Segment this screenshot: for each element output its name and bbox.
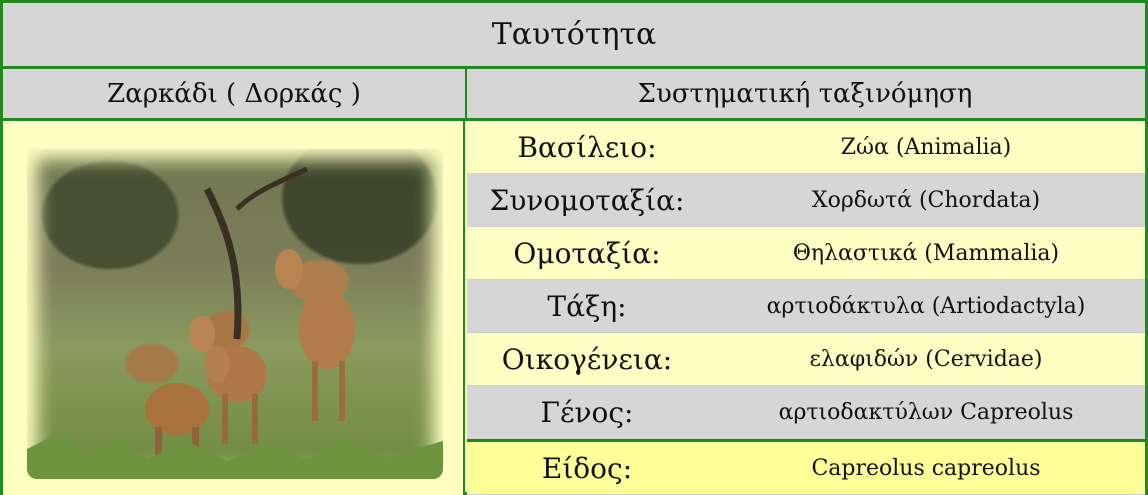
table-row: Βασίλειο: Ζώα (Animalia)	[467, 121, 1145, 174]
classification-grid: Βασίλειο: Ζώα (Animalia) Συνομοταξία: Χο…	[467, 121, 1145, 495]
table-row: Τάξη: αρτιοδάκτυλα (Artiodactyla)	[467, 280, 1145, 333]
deer-body	[145, 383, 209, 435]
table-row: Είδος: Capreolus capreolus	[467, 439, 1145, 495]
deer-head	[189, 316, 215, 352]
deer-body	[299, 289, 355, 369]
deer-leg	[312, 361, 318, 421]
row-label: Είδος:	[541, 451, 633, 485]
row-value: Ζώα (Animalia)	[840, 134, 1012, 160]
table-row: Οικογένεια: ελαφιδών (Cervidae)	[467, 333, 1145, 386]
animal-name-text: Ζαρκάδι ( Δορκάς )	[107, 78, 361, 109]
row-label: Βασίλειο:	[517, 130, 657, 164]
grass	[27, 434, 443, 479]
row-value: Χορδωτά (Chordata)	[811, 187, 1041, 213]
table-row: Γένος: αρτιοδακτύλων Capreolus	[467, 386, 1145, 439]
deer-leg	[339, 361, 345, 421]
row-value: αρτιοδάκτυλα (Artiodactyla)	[766, 293, 1086, 319]
deer-leg	[155, 427, 162, 472]
row-value: ελαφιδών (Cervidae)	[809, 346, 1043, 372]
row-label: Γένος:	[540, 395, 634, 429]
photo-cell	[3, 121, 465, 495]
deer-head	[204, 346, 230, 382]
deer-leg	[252, 394, 258, 444]
title-text: Ταυτότητα	[491, 17, 657, 52]
row-value: Θηλαστικά (Mammalia)	[792, 240, 1060, 266]
classification-header-text: Συστηματική ταξινόμηση	[637, 78, 973, 109]
row-label: Τάξη:	[547, 289, 627, 323]
table-title: Ταυτότητα	[3, 3, 1145, 69]
deer-leg	[222, 394, 228, 444]
table-row: Ομοταξία: Θηλαστικά (Mammalia)	[467, 227, 1145, 280]
row-label: Ομοταξία:	[513, 236, 661, 270]
tree-branch	[203, 187, 242, 340]
deer-illustration	[27, 166, 443, 479]
header-row: Ζαρκάδι ( Δορκάς ) Συστηματική ταξινόμησ…	[3, 69, 1145, 121]
tree-branch	[235, 166, 309, 211]
roe-deer-photo	[27, 149, 443, 479]
table-row: Συνομοταξία: Χορδωτά (Chordata)	[467, 174, 1145, 227]
row-value: αρτιοδακτύλων Capreolus	[778, 399, 1074, 425]
classification-header: Συστηματική ταξινόμηση	[465, 69, 1145, 118]
animal-name-header: Ζαρκάδι ( Δορκάς )	[3, 69, 467, 118]
row-label: Οικογένεια:	[501, 342, 673, 376]
row-label: Συνομοταξία:	[489, 183, 685, 217]
deer-head	[275, 249, 303, 289]
row-value: Capreolus capreolus	[811, 455, 1041, 481]
